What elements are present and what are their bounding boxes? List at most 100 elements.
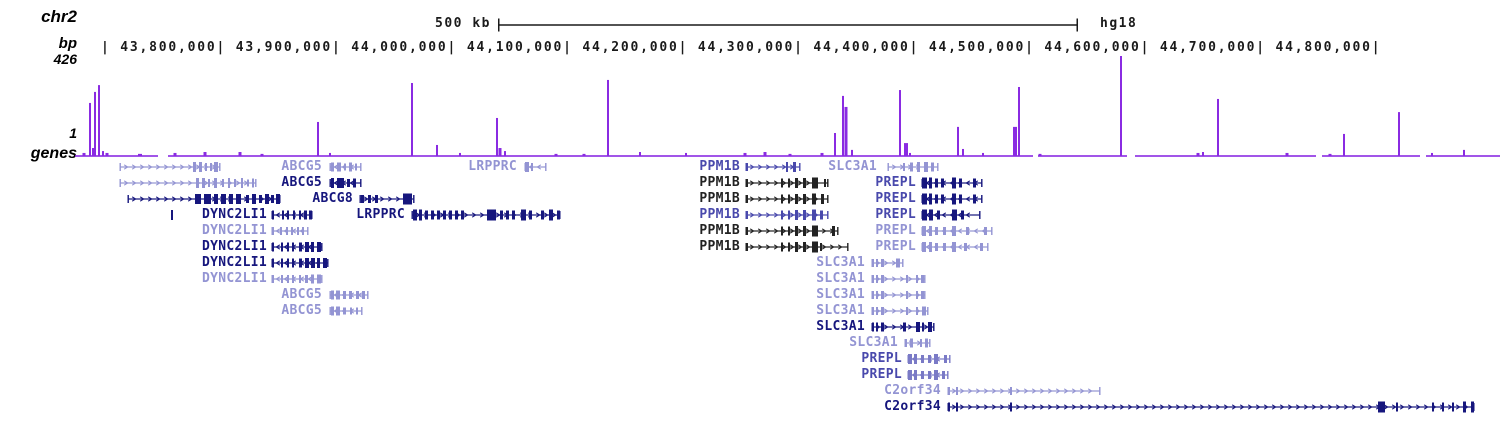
gene-exon	[195, 194, 201, 204]
gene-label-c2orf34[interactable]: C2orf34	[884, 399, 941, 414]
gene-exon	[903, 163, 905, 171]
gene-label-prepl[interactable]: PREPL	[875, 175, 916, 190]
signal-peak	[820, 152, 824, 157]
gene-end-tick	[871, 275, 873, 283]
gene-model-ppm1b[interactable]	[745, 193, 829, 205]
gene-label-lrpprc[interactable]: LRPPRC	[356, 207, 405, 222]
gene-label-abcg5[interactable]: ABCG5	[281, 175, 322, 190]
gene-model-ppm1b[interactable]	[745, 225, 839, 237]
gene-model-c2orf34[interactable]	[947, 401, 1475, 413]
gene-label-slc3a1[interactable]: SLC3A1	[828, 159, 877, 174]
gene-label-ppm1b[interactable]: PPM1B	[699, 191, 740, 206]
gene-label-slc3a1[interactable]: SLC3A1	[816, 287, 865, 302]
gene-model-c2orf34[interactable]	[947, 387, 1101, 395]
gene-model-abcg5[interactable]	[329, 306, 363, 316]
gene-model-abcg5[interactable]	[329, 162, 362, 172]
strand-arrow-icon	[1215, 404, 1221, 410]
strand-arrow-icon	[387, 196, 393, 202]
gene-exon	[349, 162, 352, 172]
gene-label-slc3a1[interactable]: SLC3A1	[816, 271, 865, 286]
gene-model-abcg5[interactable]	[329, 178, 362, 188]
gene-model-prepl[interactable]	[907, 370, 949, 380]
gene-exon	[323, 258, 327, 268]
gene-model-prepl[interactable]	[907, 354, 951, 364]
strand-arrow-icon	[765, 244, 771, 250]
gene-model-ppm1b[interactable]	[745, 209, 829, 221]
gene-exon	[1452, 402, 1454, 412]
gene-end-tick	[745, 211, 747, 219]
gene-label-abcg5[interactable]: ABCG5	[281, 287, 322, 302]
gene-label-abcg5[interactable]: ABCG5	[281, 303, 322, 318]
gene-label-abcg5[interactable]: ABCG5	[281, 159, 322, 174]
gene-model-prepl[interactable]	[921, 242, 989, 252]
gene-model-slc3a1[interactable]	[887, 162, 939, 172]
gene-label-ppm1b[interactable]: PPM1B	[699, 159, 740, 174]
gene-exon	[916, 275, 918, 283]
strand-arrow-icon	[789, 244, 795, 250]
gene-model-lrpprc[interactable]	[524, 162, 547, 172]
gene-label-c2orf34[interactable]: C2orf34	[884, 383, 941, 398]
gene-label-prepl[interactable]: PREPL	[875, 207, 916, 222]
gene-model-slc3a1[interactable]	[904, 338, 931, 348]
signal-peak	[639, 152, 641, 157]
strand-arrow-icon	[923, 324, 929, 330]
gene-model-prepl[interactable]	[921, 177, 983, 189]
gene-model-dync2li1[interactable]	[271, 242, 323, 252]
gene-label-slc3a1[interactable]: SLC3A1	[849, 335, 898, 350]
strand-arrow-icon	[1319, 404, 1325, 410]
gene-model-abcg8[interactable]	[359, 193, 415, 205]
gene-exon	[437, 210, 440, 220]
gene-model-ppm1b[interactable]	[745, 241, 849, 253]
gene-label-lrpprc[interactable]: LRPPRC	[468, 159, 517, 174]
gene-label-dync2li1[interactable]: DYNC2LI1	[201, 255, 267, 270]
gene-label-ppm1b[interactable]: PPM1B	[699, 239, 740, 254]
strand-arrow-icon	[1015, 404, 1021, 410]
gene-label-dync2li1[interactable]: DYNC2LI1	[201, 207, 267, 222]
strand-arrow-icon	[179, 196, 185, 202]
strand-arrow-icon	[805, 196, 811, 202]
gene-label-prepl[interactable]: PREPL	[875, 191, 916, 206]
signal-max-label: 426	[53, 51, 77, 67]
gene-model-slc3a1[interactable]	[871, 322, 935, 332]
strand-arrow-icon	[1303, 404, 1309, 410]
gene-label-ppm1b[interactable]: PPM1B	[699, 223, 740, 238]
gene-label-dync2li1[interactable]: DYNC2LI1	[201, 223, 267, 238]
gene-model-unlabeled[interactable]	[127, 194, 281, 204]
gene-model-dync2li1[interactable]	[271, 210, 313, 220]
gene-model-slc3a1[interactable]	[871, 275, 926, 283]
gene-model-slc3a1[interactable]	[871, 306, 929, 316]
gene-model-unlabeled[interactable]	[119, 162, 221, 172]
gene-label-prepl[interactable]: PREPL	[875, 239, 916, 254]
gene-model-dync2li1[interactable]	[271, 258, 329, 268]
gene-label-slc3a1[interactable]: SLC3A1	[816, 255, 865, 270]
gene-model-prepl[interactable]	[921, 226, 993, 236]
gene-model-slc3a1[interactable]	[871, 291, 926, 299]
gene-label-abcg8[interactable]: ABCG8	[312, 191, 353, 206]
gene-label-ppm1b[interactable]: PPM1B	[699, 175, 740, 190]
gene-exon	[942, 371, 945, 379]
gene-label-slc3a1[interactable]: SLC3A1	[816, 319, 865, 334]
gene-model-ppm1b[interactable]	[745, 162, 801, 172]
gene-model-prepl[interactable]	[921, 193, 983, 205]
gene-label-prepl[interactable]: PREPL	[875, 223, 916, 238]
gene-label-ppm1b[interactable]: PPM1B	[699, 207, 740, 222]
gene-model-unlabeled[interactable]	[119, 178, 257, 188]
gene-label-prepl[interactable]: PREPL	[861, 351, 902, 366]
gene-label-slc3a1[interactable]: SLC3A1	[816, 303, 865, 318]
gene-model-lrpprc[interactable]	[411, 209, 561, 221]
signal-track[interactable]	[75, 56, 1500, 157]
gene-label-dync2li1[interactable]: DYNC2LI1	[201, 271, 267, 286]
gene-model-dync2li1[interactable]	[271, 274, 323, 284]
signal-peak	[851, 149, 853, 157]
gene-label-dync2li1[interactable]: DYNC2LI1	[201, 239, 267, 254]
strand-arrow-icon	[395, 196, 401, 202]
gene-model-abcg5[interactable]	[329, 290, 369, 300]
gene-label-prepl[interactable]: PREPL	[861, 367, 902, 382]
gene-model-slc3a1[interactable]	[871, 258, 904, 268]
coordinate-ruler[interactable]: | 43,800,000| 43,900,000| 44,000,000| 44…	[101, 40, 1382, 55]
gene-model-prepl[interactable]	[921, 209, 981, 221]
gene-model-ppm1b[interactable]	[745, 177, 829, 189]
gene-model-dync2li1[interactable]	[271, 227, 309, 235]
gene-model-unlabeled[interactable]	[171, 210, 173, 220]
